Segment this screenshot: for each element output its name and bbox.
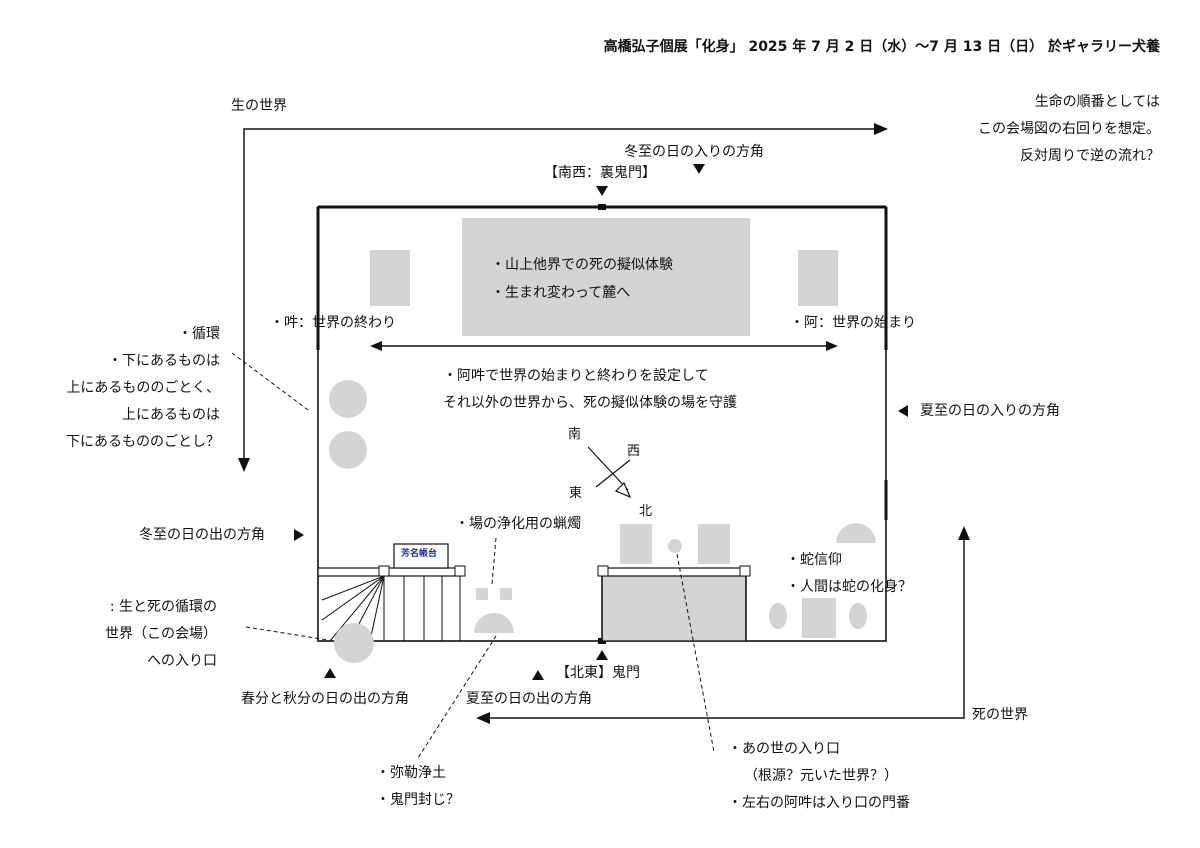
order-note-line: この会場図の右回りを想定。 bbox=[978, 121, 1160, 137]
life-arrowhead-down bbox=[238, 458, 250, 472]
life-arrowhead-right bbox=[874, 123, 888, 135]
guardian-panel-left bbox=[620, 524, 652, 564]
guestbook-table bbox=[393, 543, 449, 569]
order-note-line: 反対周りで逆の流れ？ bbox=[1020, 148, 1160, 164]
a-label: ・阿：世界の始まり bbox=[790, 315, 916, 331]
otherworld-leader-line bbox=[676, 553, 715, 753]
summer-sunrise-marker bbox=[532, 670, 544, 680]
summer-sunset-marker bbox=[898, 405, 908, 417]
guardian-panel-right bbox=[698, 524, 730, 564]
altar-post-right bbox=[739, 565, 751, 577]
death-arrowhead-up bbox=[958, 526, 970, 540]
stair-line bbox=[321, 575, 385, 621]
rail-post bbox=[378, 565, 390, 577]
equinox-sunrise-label: 春分と秋分の日の出の方角 bbox=[241, 691, 409, 707]
maitreya-leader-line bbox=[417, 635, 497, 759]
entrance-line: : 生と死の循環の bbox=[109, 599, 217, 615]
compass-north-label: 北 bbox=[639, 504, 653, 519]
entrance-circle bbox=[334, 623, 374, 663]
snake-panel bbox=[802, 598, 836, 638]
southwest-label: 【南西：裏鬼門】 bbox=[544, 165, 656, 181]
summer-sunrise-label: 夏至の日の出の方角 bbox=[466, 691, 592, 707]
cycle-circle-upper bbox=[329, 380, 367, 418]
otherworld-line: （根源？元いた世界？） bbox=[744, 768, 898, 784]
page-title: 高橋弘子個展「化身」 2025 年 7 月 2 日（水）〜7 月 13 日（日）… bbox=[603, 39, 1160, 55]
altar-table bbox=[601, 573, 747, 642]
compass-south-label: 南 bbox=[568, 427, 582, 442]
cycle-line: 上にあるもののごとく、 bbox=[66, 380, 220, 396]
southwest-marker bbox=[596, 186, 608, 196]
snake-line: ・人間は蛇の化身？ bbox=[786, 579, 912, 595]
order-note-line: 生命の順番としては bbox=[1034, 94, 1160, 110]
un-label: ・吽：世界の終わり bbox=[270, 315, 396, 331]
summer-sunset-label: 夏至の日の入りの方角 bbox=[920, 403, 1060, 419]
center-panel-line: ・生まれ変わって麓へ bbox=[491, 285, 631, 301]
compass-line bbox=[595, 459, 631, 488]
a-panel bbox=[798, 250, 838, 306]
candle-right bbox=[500, 588, 512, 600]
aun-text-line: ・阿吽で世界の始まりと終わりを設定して bbox=[443, 368, 709, 384]
guestbook-label: 芳名帳台 bbox=[401, 549, 438, 559]
entrance-line: への入り口 bbox=[147, 653, 217, 669]
winter-sunset-marker bbox=[693, 164, 705, 174]
cycle-circle-lower bbox=[329, 431, 367, 469]
entrance-line: 世界（この会場） bbox=[105, 626, 217, 642]
cycle-line: ・循環 bbox=[178, 326, 220, 342]
snake-semicircle bbox=[836, 523, 876, 543]
life-world-label: 生の世界 bbox=[231, 98, 287, 114]
rail-post bbox=[454, 565, 466, 577]
candle-left bbox=[476, 588, 488, 600]
candle-label: ・場の浄化用の蝋燭 bbox=[455, 516, 581, 532]
altar-post-left bbox=[597, 565, 609, 577]
compass-line bbox=[587, 446, 629, 491]
cycle-line: 下にあるもののごとし？ bbox=[66, 434, 220, 450]
wall-marker-southwest bbox=[598, 204, 606, 210]
aun-arrowhead-right bbox=[826, 341, 838, 351]
cycle-line: 上にあるものは bbox=[122, 407, 220, 423]
candle-leader-line bbox=[491, 537, 497, 585]
altar-rail bbox=[601, 567, 747, 577]
maitreya-line: ・弥勒浄土 bbox=[376, 765, 446, 781]
compass-east-label: 東 bbox=[569, 486, 583, 501]
stair-line bbox=[369, 575, 385, 642]
compass-west-label: 西 bbox=[627, 444, 641, 459]
winter-sunrise-marker bbox=[294, 529, 304, 541]
life-world-arrow bbox=[243, 128, 878, 466]
otherworld-line: ・あの世の入り口 bbox=[728, 741, 840, 757]
maitreya-line: ・鬼門封じ？ bbox=[376, 792, 460, 808]
compass-arrowhead-north bbox=[614, 481, 632, 499]
entrance-leader-line bbox=[245, 626, 329, 641]
stair-line bbox=[321, 575, 385, 601]
otherworld-line: ・左右の阿吽は入り口の門番 bbox=[728, 795, 910, 811]
death-world-label: 死の世界 bbox=[972, 707, 1028, 723]
winter-sunset-label: 冬至の日の入りの方角 bbox=[624, 144, 764, 160]
death-arrowhead-left bbox=[476, 712, 490, 724]
northeast-label: 【北東】鬼門 bbox=[556, 665, 640, 681]
un-panel bbox=[370, 250, 410, 306]
stair-rail bbox=[317, 567, 385, 577]
death-world-arrow bbox=[484, 536, 965, 719]
aun-text-line: それ以外の世界から、死の擬似体験の場を守護 bbox=[443, 395, 737, 411]
snake-line: ・蛇信仰 bbox=[786, 552, 842, 568]
counter-rail bbox=[383, 567, 463, 577]
center-panel bbox=[462, 218, 750, 336]
aun-arrowhead-left bbox=[370, 341, 382, 351]
snake-oval-left bbox=[769, 603, 787, 629]
cycle-line: ・下にあるものは bbox=[108, 353, 220, 369]
maitreya-shape bbox=[474, 613, 514, 633]
equinox-sunrise-marker bbox=[324, 668, 336, 678]
snake-oval-right bbox=[849, 603, 867, 629]
center-panel-line: ・山上他界での死の擬似体験 bbox=[491, 257, 673, 273]
winter-sunrise-label: 冬至の日の出の方角 bbox=[139, 527, 265, 543]
northeast-marker-top bbox=[596, 650, 608, 660]
otherworld-dot bbox=[668, 539, 682, 553]
